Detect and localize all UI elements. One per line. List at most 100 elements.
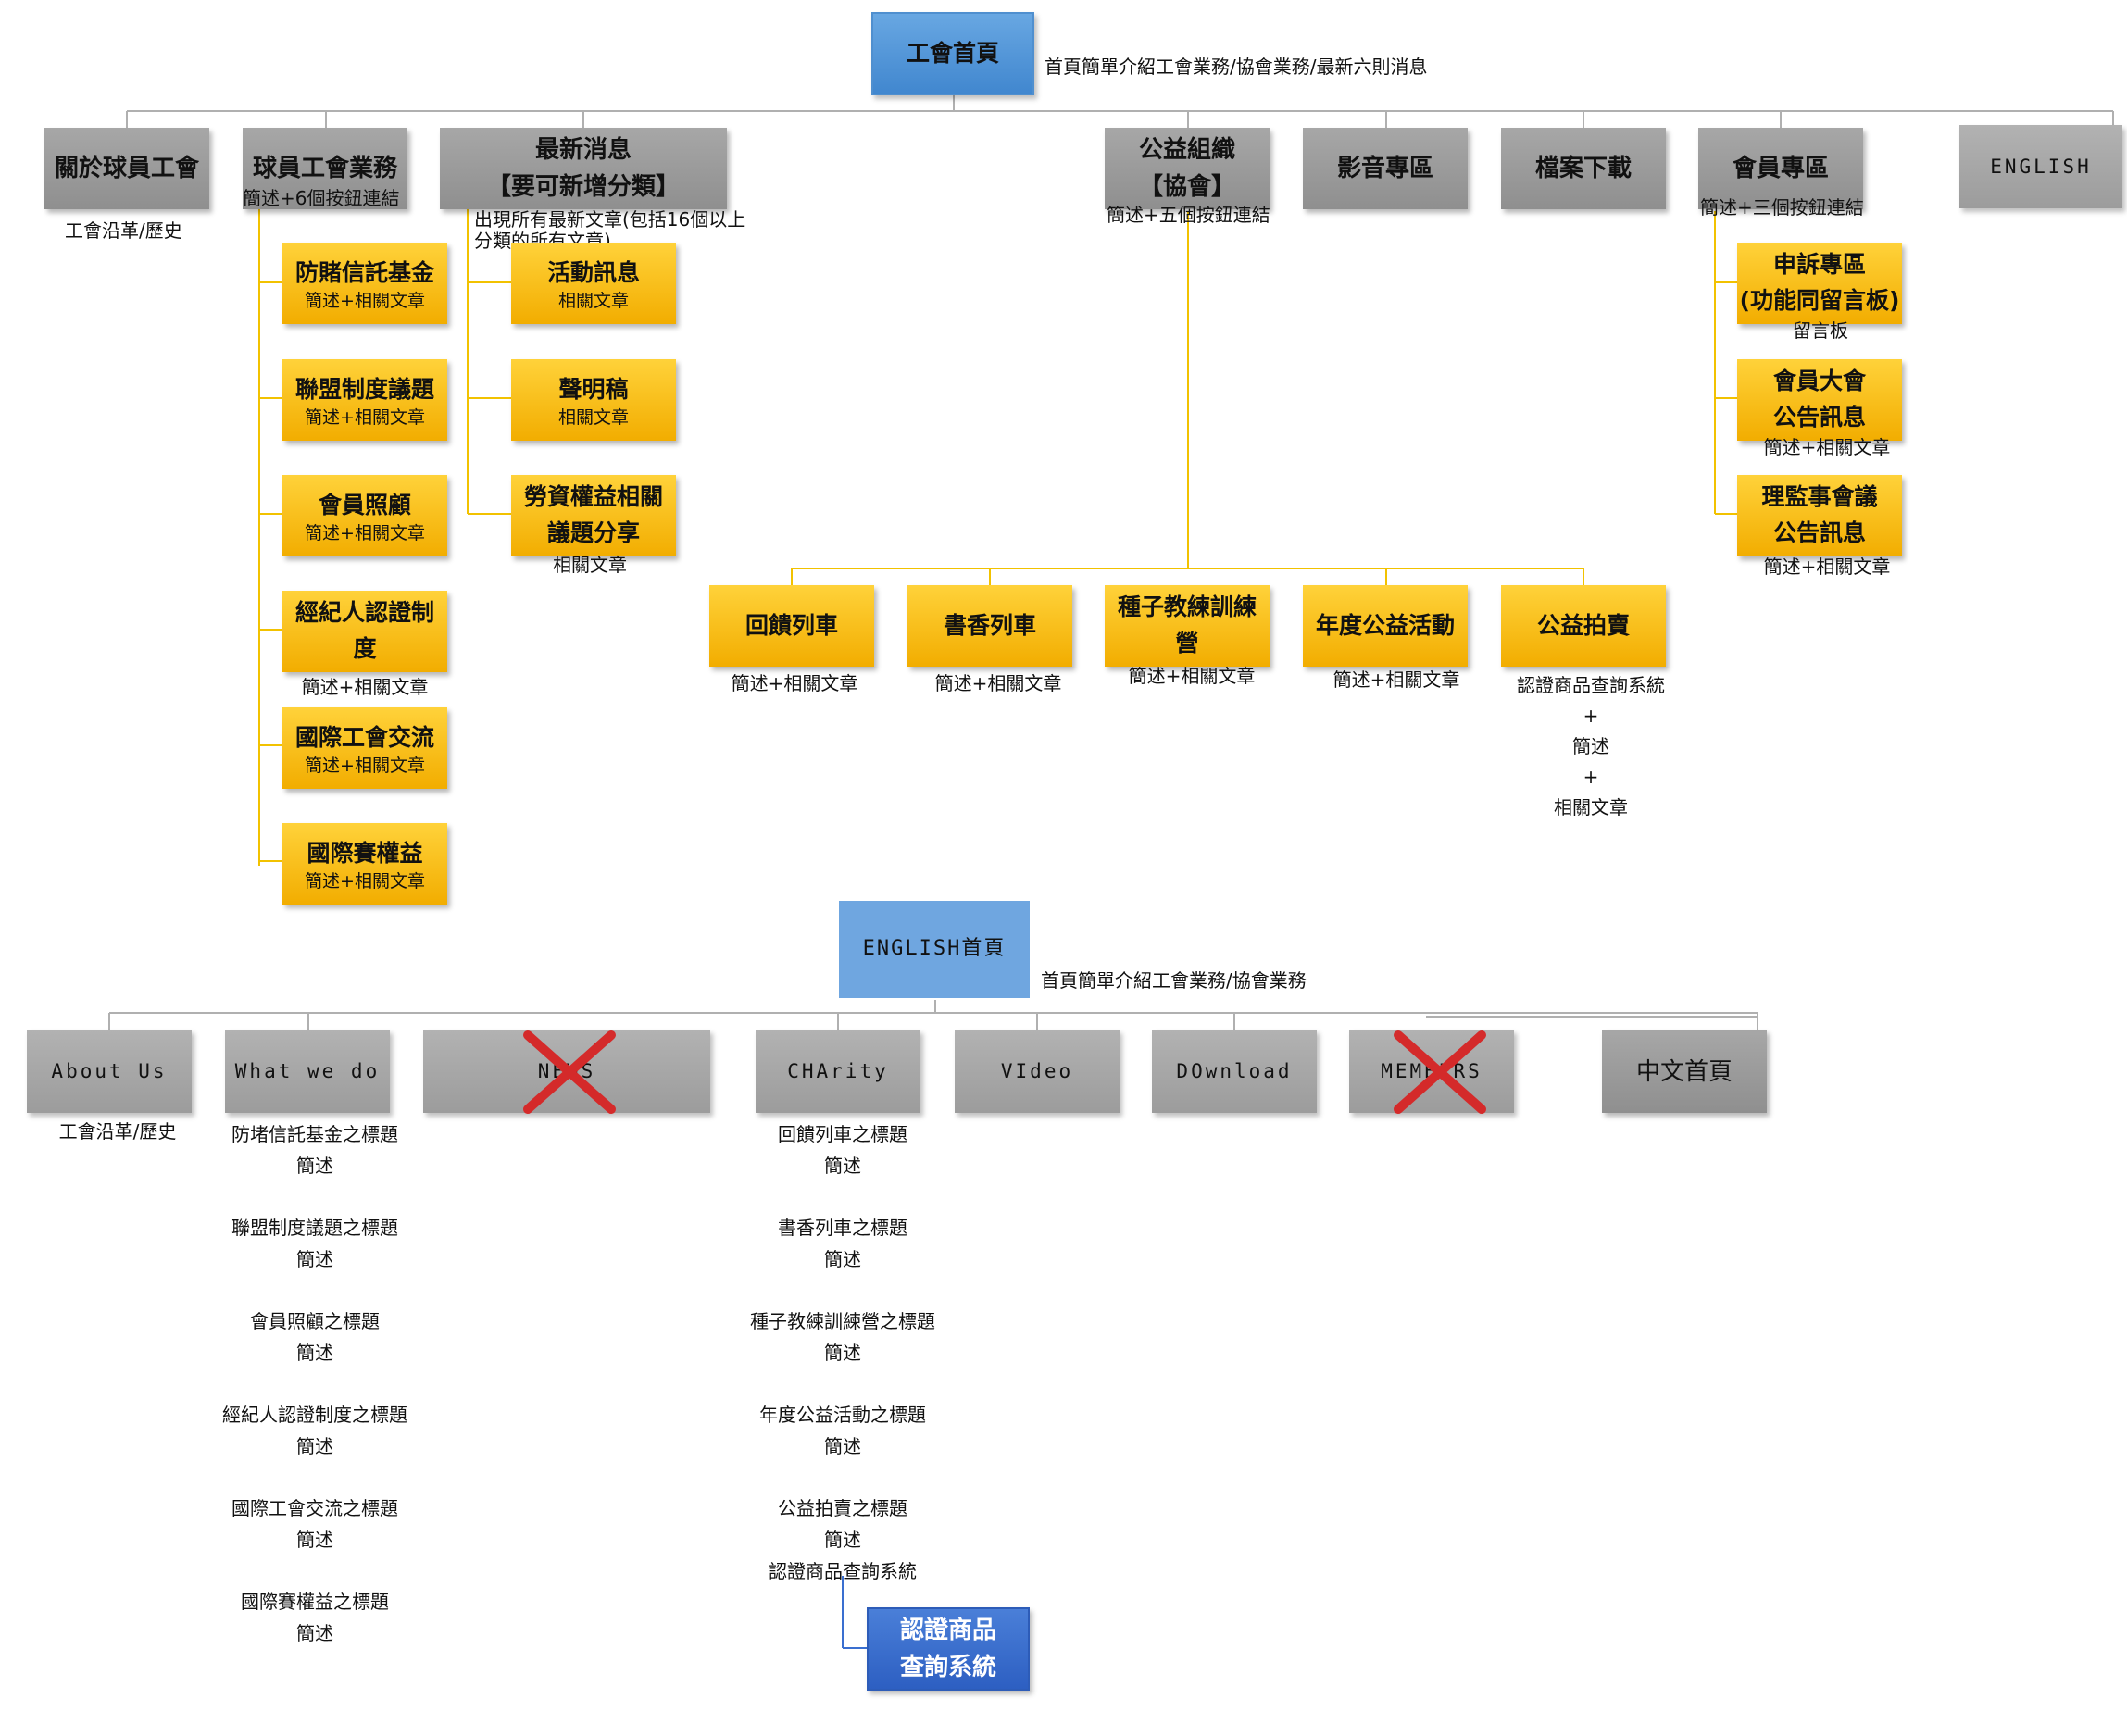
cn-charity-node: 公益組織 【協會】 xyxy=(1105,128,1270,209)
cn-charity-item-3-label-line1: 種子教練訓練 xyxy=(1117,593,1257,621)
en-tab-chinese-label: 中文首頁 xyxy=(1635,1056,1733,1085)
cn-news-item-2-label: 聲明稿 xyxy=(558,376,629,404)
cn-charity-item-5: 公益拍賣 xyxy=(1501,585,1666,667)
cn-business-item-4-sub: 簡述+相關文章 xyxy=(301,676,429,698)
en-charity-list: 回饋列車之標題 簡述 書香列車之標題 簡述 種子教練訓練營之標題 簡述 年度公益… xyxy=(750,1118,935,1587)
cn-english-label: ENGLISH xyxy=(1990,155,2092,178)
cn-charity-item-3: 種子教練訓練 營 xyxy=(1105,585,1270,667)
cn-members-item-3: 理監事會議 公告訊息 xyxy=(1737,475,1902,556)
cn-home-label: 工會首頁 xyxy=(906,39,999,67)
cn-members-item-3-label-line1: 理監事會議 xyxy=(1761,483,1878,511)
cn-news-item-2-sub: 相關文章 xyxy=(557,406,629,428)
en-news-removed-cross-icon xyxy=(523,1030,616,1114)
cn-business-item-5-label: 國際工會交流 xyxy=(294,724,434,752)
cn-charity-item-4: 年度公益活動 xyxy=(1303,585,1468,667)
en-members-removed-cross-icon xyxy=(1394,1030,1486,1114)
cn-business-item-1-label: 防賭信託基金 xyxy=(294,259,434,287)
cn-business-note: 簡述+6個按鈕連結 xyxy=(243,187,400,209)
cn-members-item-2-sub: 簡述+相關文章 xyxy=(1763,436,1891,458)
en-tab-video-label: VIdeo xyxy=(1000,1059,1074,1082)
cn-members-item-2-label-line2: 公告訊息 xyxy=(1772,404,1866,431)
cn-business-item-3-sub: 簡述+相關文章 xyxy=(305,522,425,543)
en-what-item-4-title: 經紀人認證制度之標題 xyxy=(222,1404,407,1426)
cn-business-item-6-sub: 簡述+相關文章 xyxy=(305,870,425,892)
en-what-item-6-desc: 簡述 xyxy=(296,1622,333,1644)
en-charity-item-4-title: 年度公益活動之標題 xyxy=(759,1404,926,1426)
cn-members-item-1: 申訴專區 (功能同留言板) xyxy=(1737,243,1902,324)
cn-download-label: 檔案下載 xyxy=(1534,154,1632,182)
cn-members-node: 會員專區 xyxy=(1698,128,1863,209)
cn-news-item-1-sub: 相關文章 xyxy=(557,290,629,311)
cn-news-label-line1: 最新消息 xyxy=(534,135,632,164)
cn-home-node: 工會首頁 xyxy=(871,12,1034,95)
cn-members-item-3-label-line2: 公告訊息 xyxy=(1772,519,1866,546)
cn-members-item-2: 會員大會 公告訊息 xyxy=(1737,359,1902,441)
en-what-item-6-title: 國際賽權益之標題 xyxy=(241,1591,389,1613)
cn-charity-note: 簡述+五個按鈕連結 xyxy=(1107,204,1270,226)
en-what-item-5-title: 國際工會交流之標題 xyxy=(231,1497,398,1519)
cn-business-item-2: 聯盟制度議題 簡述+相關文章 xyxy=(282,359,447,441)
en-charity-item-2-title: 書香列車之標題 xyxy=(778,1217,907,1239)
en-what-item-3-title: 會員照顧之標題 xyxy=(250,1310,380,1332)
cn-about-label: 關於球員工會 xyxy=(54,154,199,182)
cn-news-item-2: 聲明稿 相關文章 xyxy=(511,359,676,441)
cn-charity-item-4-label: 年度公益活動 xyxy=(1315,611,1455,639)
cn-business-item-6-label: 國際賽權益 xyxy=(307,840,423,868)
en-tab-download-label: DOwnload xyxy=(1176,1059,1293,1082)
en-about-note: 工會沿革/歷史 xyxy=(58,1120,177,1143)
cn-news-item-3-label-line1: 勞資權益相關 xyxy=(523,483,663,511)
cn-charity-label-line1: 公益組織 xyxy=(1138,135,1235,164)
cn-business-item-3-label: 會員照顧 xyxy=(318,492,411,519)
en-verify-system-label-line1: 認證商品 xyxy=(899,1616,996,1644)
cn-video-node: 影音專區 xyxy=(1303,128,1468,209)
en-tab-about: About Us xyxy=(27,1030,192,1113)
cn-charity-item-2-sub: 簡述+相關文章 xyxy=(934,672,1062,694)
en-charity-item-5-title: 公益拍賣之標題 xyxy=(778,1497,907,1519)
en-charity-item-5-desc: 簡述 xyxy=(824,1529,861,1551)
cn-video-label: 影音專區 xyxy=(1336,154,1433,182)
cn-business-item-4-label: 經紀人認證制度 xyxy=(294,599,434,662)
en-tab-charity-label: CHArity xyxy=(787,1059,889,1082)
cn-news-item-3: 勞資權益相關 議題分享 xyxy=(511,475,676,556)
en-what-item-3-desc: 簡述 xyxy=(296,1342,333,1364)
en-what-item-4-desc: 簡述 xyxy=(296,1435,333,1457)
cn-news-item-1: 活動訊息 相關文章 xyxy=(511,243,676,324)
cn-news-note-line1: 出現所有最新文章(包括16個以上 xyxy=(474,208,746,231)
en-tab-what: What we do xyxy=(225,1030,390,1113)
cn-business-item-4: 經紀人認證制度 xyxy=(282,591,447,672)
cn-charity-item-5-sub-line1: 認證商品查詢系統 xyxy=(1517,674,1665,696)
en-verify-system-label-line2: 查詢系統 xyxy=(899,1654,996,1681)
cn-download-node: 檔案下載 xyxy=(1501,128,1666,209)
cn-news-label-line2: 【要可新增分類】 xyxy=(486,173,680,201)
en-charity-item-1-title: 回饋列車之標題 xyxy=(778,1123,907,1145)
cn-members-item-1-sub: 留言板 xyxy=(1793,319,1848,342)
en-tab-download: DOwnload xyxy=(1152,1030,1317,1113)
cn-charity-item-2: 書香列車 xyxy=(907,585,1072,667)
cn-business-item-6: 國際賽權益 簡述+相關文章 xyxy=(282,823,447,905)
cn-about-node: 關於球員工會 xyxy=(44,128,209,209)
cn-charity-item-5-sub: 認證商品查詢系統 + 簡述 + 相關文章 xyxy=(1517,670,1665,823)
cn-business-item-3: 會員照顧 簡述+相關文章 xyxy=(282,475,447,556)
cn-business-item-2-label: 聯盟制度議題 xyxy=(294,376,434,404)
cn-members-item-2-label-line1: 會員大會 xyxy=(1772,368,1866,395)
cn-charity-item-1-label: 回饋列車 xyxy=(744,611,838,639)
en-what-item-1-desc: 簡述 xyxy=(296,1155,333,1177)
cn-business-node: 球員工會業務 xyxy=(243,128,407,209)
en-what-item-2-title: 聯盟制度議題之標題 xyxy=(231,1217,398,1239)
cn-members-note: 簡述+三個按鈕連結 xyxy=(1700,196,1864,219)
en-what-item-1-title: 防堵信託基金之標題 xyxy=(231,1123,398,1145)
en-charity-item-3-title: 種子教練訓練營之標題 xyxy=(750,1310,935,1332)
en-tab-about-label: About Us xyxy=(51,1059,168,1082)
cn-business-item-5-sub: 簡述+相關文章 xyxy=(305,755,425,776)
en-tab-video: VIdeo xyxy=(955,1030,1120,1113)
en-charity-item-2-desc: 簡述 xyxy=(824,1248,861,1270)
cn-charity-item-1-sub: 簡述+相關文章 xyxy=(731,672,858,694)
en-what-list: 防堵信託基金之標題 簡述 聯盟制度議題之標題 簡述 會員照顧之標題 簡述 經紀人… xyxy=(222,1118,407,1649)
en-home-note: 首頁簡單介紹工會業務/協會業務 xyxy=(1041,969,1307,992)
cn-members-item-1-label-line1: 申訴專區 xyxy=(1772,251,1866,279)
cn-members-label: 會員專區 xyxy=(1732,154,1829,182)
cn-charity-item-3-label-line2: 營 xyxy=(1175,630,1199,656)
cn-english-node: ENGLISH xyxy=(1959,125,2122,208)
cn-news-node: 最新消息 【要可新增分類】 xyxy=(440,128,727,209)
